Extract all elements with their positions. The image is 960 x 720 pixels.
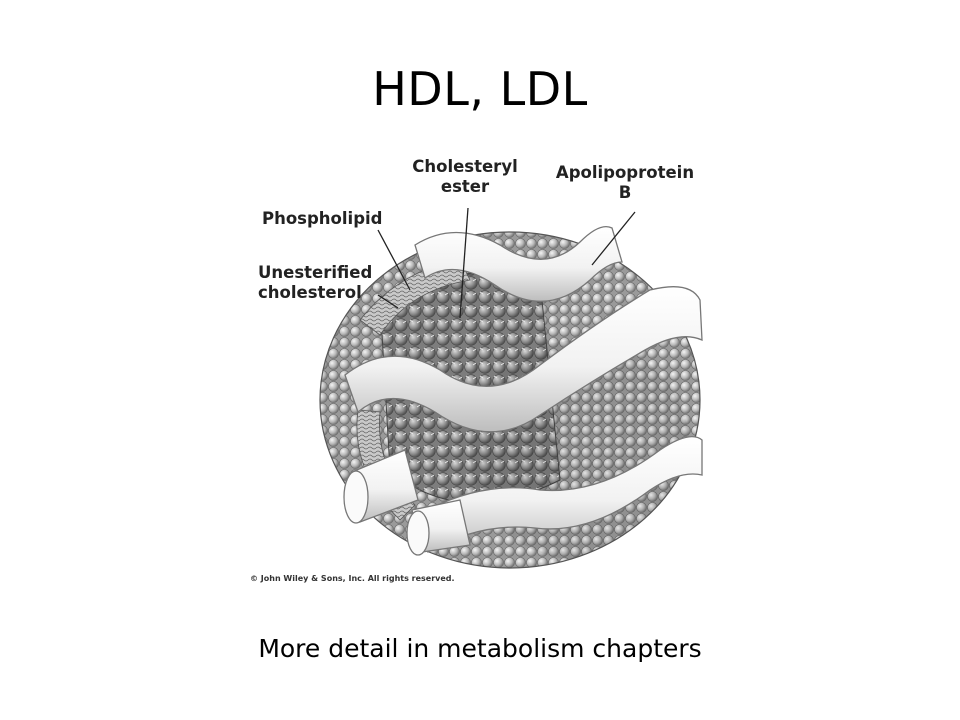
label-unesterified-cholesterol: Unesterified cholesterol	[258, 263, 372, 303]
copyright-notice: © John Wiley & Sons, Inc. All rights res…	[250, 574, 455, 583]
slide-title: HDL, LDL	[372, 62, 588, 116]
label-apolipoprotein-b-line2: B	[618, 183, 632, 202]
label-cholesteryl-ester-line1: Cholesteryl	[412, 157, 518, 176]
label-cholesteryl-ester-line2: ester	[440, 177, 490, 196]
label-leader-lines	[377, 207, 636, 319]
ldl-particle-illustration	[319, 207, 703, 569]
slide-caption: More detail in metabolism chapters	[258, 634, 702, 663]
label-unesterified-line2: cholesterol	[258, 283, 362, 302]
label-apolipoprotein-b: Apolipoprotein B	[545, 163, 705, 203]
label-unesterified-line1: Unesterified	[258, 263, 373, 282]
ldl-diagram: Cholesteryl ester Apolipoprotein B Phosp…	[240, 150, 720, 600]
label-cholesteryl-ester: Cholesteryl ester	[400, 157, 530, 197]
label-phospholipid: Phospholipid	[262, 209, 382, 229]
label-apolipoprotein-b-line1: Apolipoprotein	[555, 163, 695, 182]
apolipoprotein-b-ribbon	[343, 225, 703, 556]
label-phospholipid-text: Phospholipid	[262, 209, 383, 228]
